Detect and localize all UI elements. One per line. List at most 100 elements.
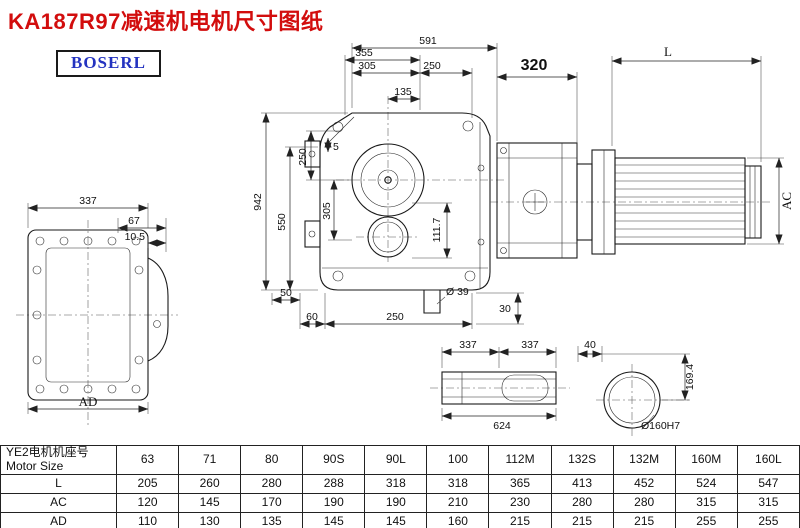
table-row-AC: AC 120 145 170 190 190 210 230 280 280 3… — [0, 492, 800, 513]
shaft-bore-view: 40 169.4 Ø160H7 — [577, 339, 696, 436]
dim-dia-39: Ø 39 — [446, 286, 469, 298]
dim-305-top: 305 — [358, 60, 376, 72]
table-cell: 215 — [550, 511, 614, 528]
table-cell: 318 — [364, 473, 428, 494]
row-label-AD: AD — [0, 511, 117, 528]
table-cell: 524 — [674, 473, 738, 494]
dim-AD: AD — [79, 394, 98, 409]
table-cell: 280 — [240, 473, 304, 494]
dim-355: 355 — [355, 47, 373, 59]
row-label-AC: AC — [0, 492, 117, 513]
dim-337-b: 337 — [521, 339, 539, 351]
size-col-header: 112M — [488, 445, 552, 475]
dim-10-5: 10.5 — [125, 231, 146, 243]
brand-logo-text: BOSERL — [71, 53, 146, 72]
output-bore-circle — [367, 216, 409, 258]
hollow-shaft-view: 337 337 624 — [430, 339, 570, 432]
page-title: KA187R97减速机电机尺寸图纸 — [8, 9, 324, 34]
dim-30: 30 — [499, 303, 511, 315]
fan-cover — [744, 165, 762, 239]
technical-drawing: 337 67 10.5 AD — [16, 35, 794, 436]
motor-size-table: YE2电机机座号 Motor Size 63 71 80 90S 90L 100… — [0, 445, 800, 528]
size-col-header: 100 — [426, 445, 490, 475]
dim-111-7: 111.7 — [431, 217, 443, 242]
table-cell: 230 — [488, 492, 552, 513]
brand-logo: BOSERL — [56, 50, 161, 77]
row-label-L: L — [0, 473, 117, 494]
left-side-view: 337 67 10.5 AD — [16, 195, 178, 428]
size-col-header: 80 — [240, 445, 304, 475]
gearbox-housing-outline — [319, 112, 491, 291]
size-col-header: 90S — [302, 445, 366, 475]
dim-550: 550 — [276, 213, 288, 231]
table-cell: 130 — [178, 511, 242, 528]
size-col-header: 160M — [674, 445, 738, 475]
motor-body — [614, 157, 746, 245]
table-cell: 315 — [674, 492, 738, 513]
table-cell: 288 — [302, 473, 366, 494]
table-cell: 145 — [364, 511, 428, 528]
dim-320: 320 — [521, 57, 548, 74]
dim-942: 942 — [252, 193, 264, 211]
table-cell: 210 — [426, 492, 490, 513]
dim-250-top: 250 — [423, 60, 441, 72]
table-row-AD: AD 110 130 135 145 145 160 215 215 215 2… — [0, 511, 800, 528]
table-cell: 135 — [240, 511, 304, 528]
header-en: Motor Size — [6, 458, 64, 473]
dim-dia-160H7: Ø160H7 — [641, 420, 680, 432]
table-cell: 260 — [178, 473, 242, 494]
table-cell: 413 — [550, 473, 614, 494]
table-cell: 215 — [612, 511, 676, 528]
dim-250-bottom: 250 — [386, 311, 404, 323]
dim-135: 135 — [394, 86, 412, 98]
size-col-header: 132S — [550, 445, 614, 475]
dim-337-a: 337 — [459, 339, 477, 351]
table-cell: 190 — [302, 492, 366, 513]
dim-AC: AC — [779, 192, 794, 210]
size-col-header: 63 — [115, 445, 180, 475]
dim-5: 5 — [333, 141, 339, 153]
table-header-row: YE2电机机座号 Motor Size 63 71 80 90S 90L 100… — [0, 445, 800, 475]
table-cell: 280 — [550, 492, 614, 513]
shaft-stub — [423, 290, 441, 314]
table-cell: 365 — [488, 473, 552, 494]
dim-50: 50 — [280, 287, 292, 299]
bore-circle — [603, 371, 661, 429]
size-col-header: 132M — [612, 445, 676, 475]
table-cell: 255 — [674, 511, 738, 528]
table-cell: 110 — [115, 511, 180, 528]
table-cell: 280 — [612, 492, 676, 513]
table-cell: 215 — [488, 511, 552, 528]
dim-L: L — [664, 44, 672, 59]
table-cell: 205 — [115, 473, 180, 494]
dim-40: 40 — [584, 339, 596, 351]
table-cell: 145 — [178, 492, 242, 513]
shaft-outline — [441, 371, 557, 405]
table-cell: 190 — [364, 492, 428, 513]
gearbox-left-outline — [27, 229, 149, 401]
dim-250-left: 250 — [297, 148, 309, 166]
dim-591: 591 — [419, 35, 437, 47]
table-cell: 160 — [426, 511, 490, 528]
table-row-L: L 205 260 280 288 318 318 365 413 452 52… — [0, 473, 800, 494]
dim-337-width: 337 — [79, 195, 97, 207]
size-col-header: 160L — [736, 445, 800, 475]
table-cell: 452 — [612, 473, 676, 494]
size-col-header: 90L — [364, 445, 428, 475]
dim-67: 67 — [128, 215, 140, 227]
side-cam-protrusion — [147, 257, 169, 362]
table-cell: 318 — [426, 473, 490, 494]
motor-size-header-cell: YE2电机机座号 Motor Size — [0, 445, 117, 475]
header-cn: YE2电机机座号 — [6, 445, 89, 459]
table-cell: 315 — [736, 492, 800, 513]
main-front-view: 591 355 305 250 135 942 550 250 5 — [252, 35, 524, 329]
table-cell: 120 — [115, 492, 180, 513]
size-col-header: 71 — [178, 445, 242, 475]
table-cell: 170 — [240, 492, 304, 513]
dim-169-4: 169.4 — [684, 364, 696, 390]
motor-side-view: 320 L AC — [490, 44, 794, 259]
table-cell: 145 — [302, 511, 366, 528]
table-cell: 547 — [736, 473, 800, 494]
dim-60: 60 — [306, 311, 318, 323]
